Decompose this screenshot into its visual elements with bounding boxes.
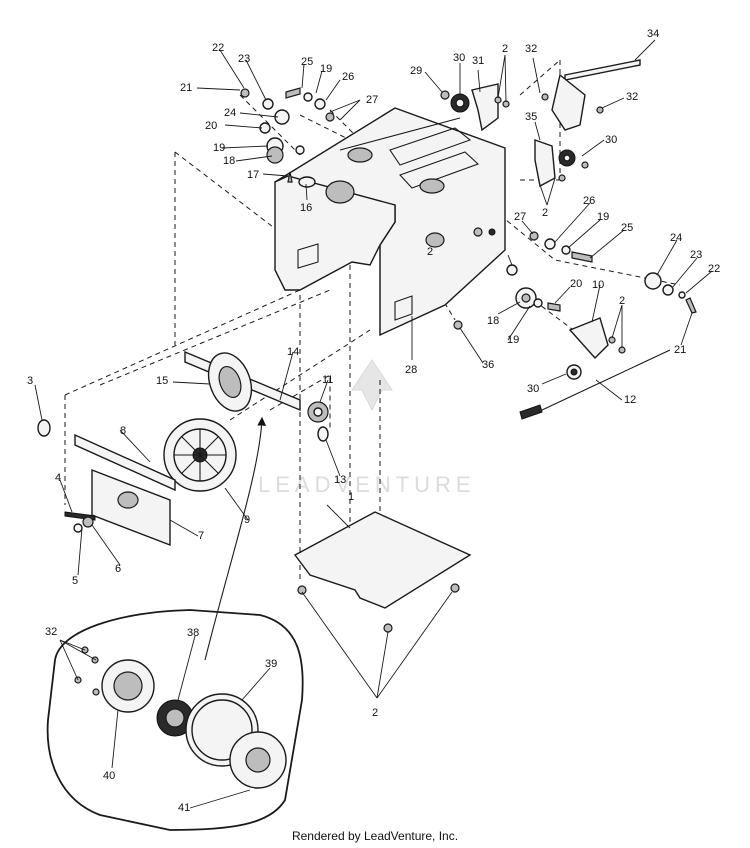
- callout-19: 19: [213, 142, 225, 154]
- callout-3: 3: [27, 375, 33, 387]
- callout-35: 35: [525, 111, 537, 123]
- callout-12: 12: [624, 394, 636, 406]
- callout-22: 22: [708, 263, 720, 275]
- callout-labels: 1 2 2 2 2 2 3 4 5 6 7 8 9 10 11 12 13 14…: [27, 28, 720, 814]
- cable-bracket: [519, 317, 671, 420]
- callout-27: 27: [366, 94, 378, 106]
- callout-30: 30: [605, 134, 617, 146]
- clutch-detail-inset: [46, 416, 304, 831]
- callout-32: 32: [525, 43, 537, 55]
- callout-15: 15: [156, 375, 168, 387]
- callout-14: 14: [287, 346, 299, 358]
- callout-6: 6: [115, 563, 121, 575]
- callout-11: 11: [322, 374, 333, 386]
- callout-25: 25: [301, 56, 313, 68]
- callout-19: 19: [597, 211, 609, 223]
- callout-29: 29: [410, 65, 422, 77]
- callout-2: 2: [619, 295, 625, 307]
- callout-19: 19: [507, 334, 519, 346]
- callout-21: 21: [180, 82, 192, 94]
- callout-4: 4: [55, 472, 61, 484]
- callout-28: 28: [405, 364, 417, 376]
- wheel: [163, 418, 237, 492]
- pulley-shaft-assembly: [184, 350, 329, 442]
- callout-38: 38: [187, 627, 199, 639]
- callout-2: 2: [542, 207, 548, 219]
- callout-34: 34: [647, 28, 659, 40]
- callout-31: 31: [472, 55, 484, 67]
- callout-17: 17: [247, 169, 259, 181]
- callout-40: 40: [103, 770, 115, 782]
- right-side-hardware: [453, 231, 697, 330]
- callout-30: 30: [527, 383, 539, 395]
- callout-8: 8: [120, 425, 126, 437]
- callout-23: 23: [690, 249, 702, 261]
- callout-39: 39: [265, 658, 277, 670]
- watermark-text: LEADVENTURE: [258, 472, 476, 497]
- callout-23: 23: [238, 53, 250, 65]
- callout-32: 32: [45, 626, 57, 638]
- upper-right-hardware: [440, 59, 641, 188]
- callout-24: 24: [224, 107, 236, 119]
- callout-25: 25: [621, 222, 633, 234]
- upper-left-hardware: [240, 87, 335, 188]
- callout-20: 20: [570, 278, 582, 290]
- callout-26: 26: [583, 195, 595, 207]
- callout-26: 26: [342, 71, 354, 83]
- axle-bracket: [37, 419, 176, 547]
- callout-41: 41: [178, 802, 190, 814]
- callout-30: 30: [453, 52, 465, 64]
- callout-20: 20: [205, 120, 217, 132]
- callout-10: 10: [592, 279, 604, 291]
- frame-housing: [274, 107, 506, 337]
- callout-32: 32: [626, 91, 638, 103]
- callout-36: 36: [482, 359, 494, 371]
- callout-13: 13: [334, 474, 346, 486]
- callout-22: 22: [212, 42, 224, 54]
- callout-19: 19: [320, 63, 332, 75]
- callout-leaders: [34, 39, 713, 809]
- callout-27: 27: [514, 211, 526, 223]
- callout-7: 7: [198, 530, 204, 542]
- callout-2: 2: [372, 707, 378, 719]
- callout-24: 24: [670, 232, 682, 244]
- callout-5: 5: [72, 575, 78, 587]
- bottom-plate: [293, 511, 472, 633]
- callout-21: 21: [674, 344, 686, 356]
- callout-18: 18: [223, 155, 235, 167]
- watermark: LEADVENTURE: [258, 359, 476, 497]
- callout-2: 2: [502, 43, 508, 55]
- footer-credit: Rendered by LeadVenture, Inc.: [291, 829, 459, 843]
- callout-18: 18: [487, 315, 499, 327]
- callout-2: 2: [427, 246, 433, 258]
- callout-16: 16: [300, 202, 312, 214]
- callout-9: 9: [244, 514, 250, 526]
- callout-1: 1: [348, 491, 354, 503]
